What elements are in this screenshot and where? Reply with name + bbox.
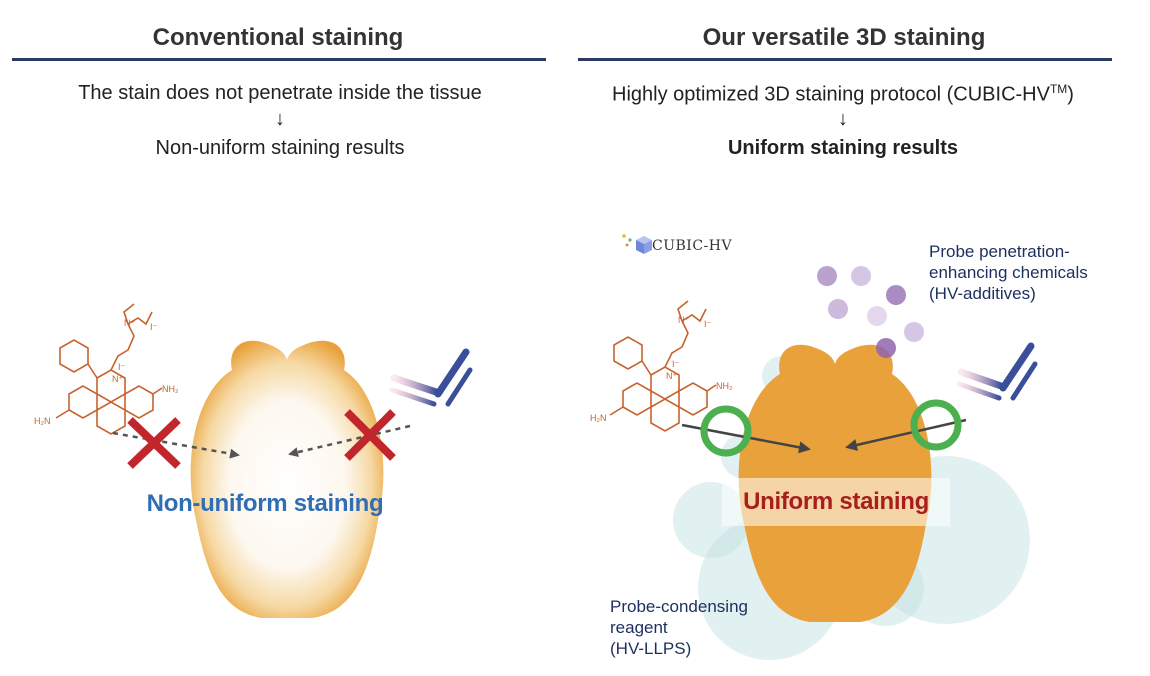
right-title-rule xyxy=(578,58,1112,61)
dye-h2n-left: H₂N xyxy=(34,416,51,426)
uniform-staining-label: Uniform staining xyxy=(743,488,929,515)
enhancing-label-line3: (HV-additives) xyxy=(929,284,1036,303)
right-panel-title: Our versatile 3D staining xyxy=(702,24,986,51)
trademark-sup: TM xyxy=(1049,82,1068,96)
dye-nh2-left: NH₂ xyxy=(162,384,179,394)
antibody-left xyxy=(389,348,473,434)
cubic-hv-logo-icon xyxy=(622,234,652,254)
cubic-hv-logo-text: CUBIC-HV xyxy=(652,238,733,254)
left-panel-title: Conventional staining xyxy=(152,24,404,51)
ring-right xyxy=(910,399,962,451)
dye-nh2-right: NH₂ xyxy=(716,381,733,391)
dye-molecule-right xyxy=(609,300,717,432)
cross-left xyxy=(127,417,181,469)
right-description-line1: Highly optimized 3D staining protocol (C… xyxy=(563,82,1123,107)
arrow-right-in-2 xyxy=(845,418,967,451)
non-uniform-staining-label: Non-uniform staining xyxy=(146,490,384,517)
left-description-line1: The stain does not penetrate inside the … xyxy=(78,82,482,104)
dye-nplus-right: N⁺ xyxy=(666,371,677,381)
ring-left xyxy=(700,405,752,457)
arrow-left-in-2 xyxy=(288,424,411,458)
left-title-rule xyxy=(12,58,546,61)
antibody-right xyxy=(956,342,1038,428)
condensing-reagent-label: Probe-condensing reagent (HV-LLPS) xyxy=(610,596,810,659)
dye-nplus-left: N⁺ xyxy=(112,374,123,384)
brain-left xyxy=(190,340,384,618)
enhancing-label-line2: enhancing chemicals xyxy=(929,263,1088,282)
enhancing-chemicals-label: Probe penetration- enhancing chemicals (… xyxy=(929,241,1144,304)
right-line1-suffix: ) xyxy=(1067,83,1074,106)
dye-h2n-right: H₂N xyxy=(590,413,607,423)
uniform-staining-label-bg xyxy=(722,478,950,526)
left-description-line2: Non-uniform staining results xyxy=(155,137,405,159)
dye-iminus-right-2: I⁻ xyxy=(704,319,712,329)
dye-nplus-right-2: N⁺ xyxy=(678,315,689,325)
condensing-label-line2: reagent xyxy=(610,618,668,637)
dye-nplus-left-2: N⁺ xyxy=(124,318,135,328)
dye-iminus-left-1: I⁻ xyxy=(118,362,126,372)
condensing-label-line1: Probe-condensing xyxy=(610,597,748,616)
cross-right xyxy=(344,409,396,461)
condensing-label-line3: (HV-LLPS) xyxy=(610,639,692,658)
dye-iminus-right-1: I⁻ xyxy=(672,359,680,369)
arrow-left-in-1 xyxy=(112,431,240,459)
right-line1-prefix: Highly optimized 3D staining protocol (C… xyxy=(612,83,1050,106)
right-down-arrow: ↓ xyxy=(838,108,848,130)
hv-additives xyxy=(817,266,924,358)
dye-iminus-left-2: I⁻ xyxy=(150,322,158,332)
left-down-arrow: ↓ xyxy=(275,108,285,130)
dye-molecule-left xyxy=(55,303,163,435)
enhancing-label-line1: Probe penetration- xyxy=(929,242,1070,261)
right-description-line2: Uniform staining results xyxy=(727,137,959,159)
